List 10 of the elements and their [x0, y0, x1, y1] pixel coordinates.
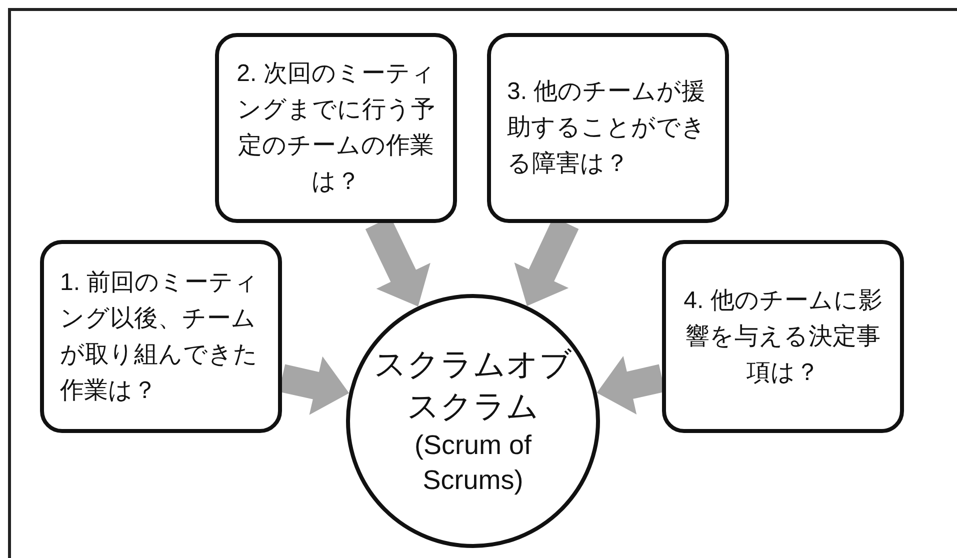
- question-text: 2. 次回のミーティングまでに行う予定のチームの作業は？: [236, 59, 436, 197]
- node-text: (Scrum of Scrums): [413, 428, 533, 497]
- question-text: 4. 他のチームに影響を与える決定事項は？: [682, 286, 884, 388]
- question-text: 1. 前回のミーティング以後、チームが取り組んできた作業は？: [60, 268, 260, 406]
- node-text: スクラムオブスクラム: [373, 345, 573, 426]
- rounded-box: [215, 33, 457, 223]
- question-text: 3. 他のチームが援助することができる障害は？: [507, 77, 707, 179]
- rounded-box: [487, 33, 729, 223]
- rounded-box: [662, 240, 904, 433]
- rounded-box: [40, 240, 282, 433]
